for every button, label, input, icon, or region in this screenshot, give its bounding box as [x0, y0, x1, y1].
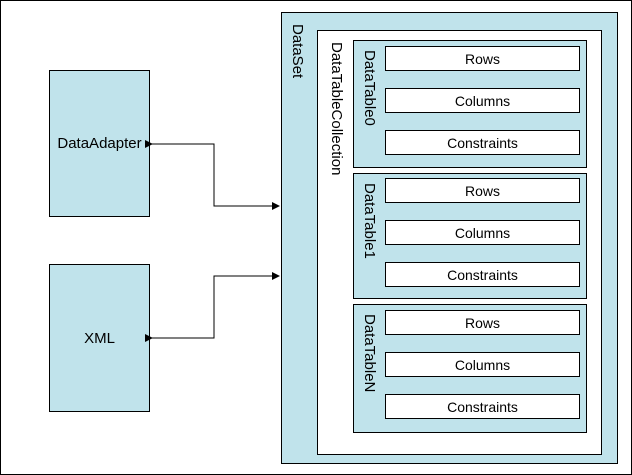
data-adapter-box: DataAdapter	[49, 70, 150, 217]
datatable-1-constraints: Constraints	[385, 262, 580, 287]
datatable-0-constraints: Constraints	[385, 130, 580, 155]
datatable-1-box: DataTable1 Rows Columns Constraints	[353, 173, 587, 299]
datatable-n-label: DataTableN	[361, 314, 378, 393]
data-adapter-label: DataAdapter	[57, 135, 142, 152]
data-adapter-connector-arrow	[145, 140, 280, 210]
datatable-n-rows: Rows	[385, 310, 580, 335]
datatable-n-constraints: Constraints	[385, 394, 580, 419]
dataset-label: DataSet	[289, 24, 306, 79]
datatable-n-box: DataTableN Rows Columns Constraints	[353, 304, 587, 433]
datatable-0-box: DataTable0 Rows Columns Constraints	[353, 40, 587, 168]
datatable-collection-label: DataTableCollection	[328, 42, 345, 176]
xml-box: XML	[49, 264, 150, 412]
datatable-collection-box: DataTableCollection DataTable0 Rows Colu…	[317, 30, 602, 455]
xml-label: XML	[84, 329, 115, 347]
xml-connector-arrow	[145, 272, 280, 342]
datatable-n-columns: Columns	[385, 352, 580, 377]
dataset-box: DataSet DataTableCollection DataTable0 R…	[281, 12, 618, 464]
datatable-1-label: DataTable1	[361, 183, 378, 259]
datatable-1-rows: Rows	[385, 178, 580, 203]
datatable-0-columns: Columns	[385, 88, 580, 113]
datatable-0-rows: Rows	[385, 46, 580, 71]
datatable-1-columns: Columns	[385, 220, 580, 245]
datatable-0-label: DataTable0	[361, 50, 378, 126]
